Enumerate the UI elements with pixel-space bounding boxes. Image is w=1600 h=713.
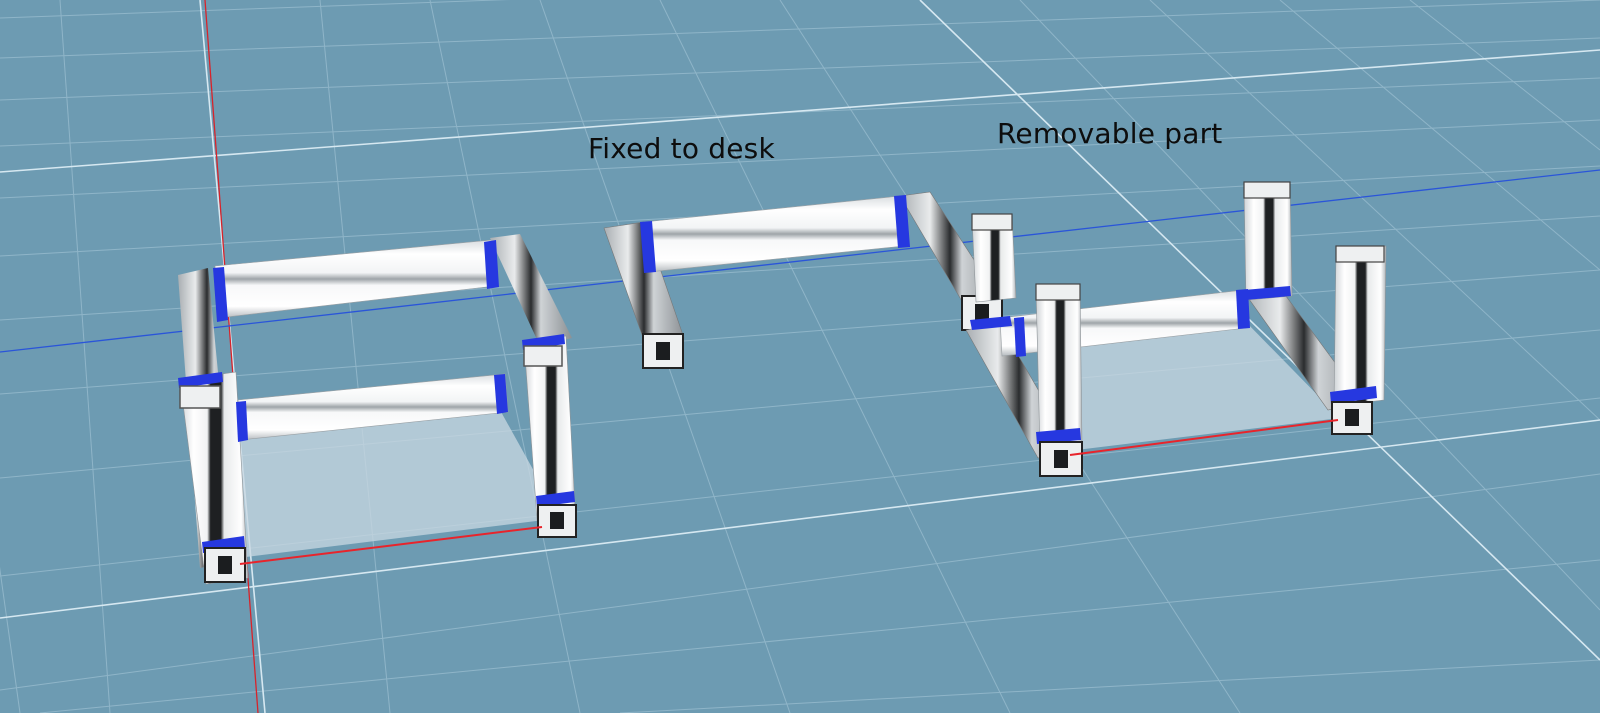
removable-part-label: Removable part	[997, 117, 1223, 150]
connector	[970, 316, 1012, 330]
connector	[640, 221, 656, 273]
fixed-long-bar	[643, 195, 905, 273]
removable-panel	[1060, 320, 1340, 452]
profile-end-cap	[179, 385, 221, 409]
x-axis-line	[204, 0, 259, 713]
connector	[213, 267, 228, 322]
profile-end-cap	[1335, 245, 1385, 263]
profile-end-cap-slot	[218, 556, 232, 574]
profile-end-cap	[1331, 401, 1373, 435]
profile-end-cap	[523, 345, 563, 367]
connector	[484, 240, 499, 289]
fixed-to-desk-label: Fixed to desk	[588, 132, 775, 165]
removable-front-left-post	[1035, 283, 1083, 451]
profile-end-cap-slot	[1054, 450, 1068, 468]
left-top-rear-bar	[214, 239, 496, 319]
edge-highlight	[239, 526, 543, 565]
profile-end-cap-slot	[1345, 409, 1359, 426]
profile-end-cap-slot	[550, 512, 564, 529]
connector	[1036, 428, 1081, 444]
left-frame-panel	[236, 410, 560, 558]
connector	[894, 195, 910, 248]
profile-end-cap	[1039, 441, 1083, 477]
connector	[1330, 386, 1377, 404]
connector	[1014, 317, 1026, 357]
left-frame-assembly[interactable]	[178, 234, 577, 585]
left-top-right-rail	[490, 234, 572, 346]
profile-end-cap	[971, 213, 1013, 231]
removable-assembly[interactable]	[965, 181, 1387, 477]
profile-end-cap-slot	[975, 304, 989, 322]
removable-tall-back-post	[1243, 181, 1293, 301]
removable-front-right-post	[1333, 245, 1387, 407]
connector	[236, 401, 248, 442]
edge-highlight	[1069, 419, 1339, 456]
profile-end-cap	[1243, 181, 1291, 199]
connector	[178, 372, 223, 388]
z-axis-line	[0, 169, 1600, 353]
connector	[1244, 286, 1291, 300]
profile-end-cap-slot	[656, 342, 670, 360]
connector	[536, 491, 575, 507]
connector	[494, 374, 508, 414]
profile-end-cap	[1035, 283, 1081, 301]
